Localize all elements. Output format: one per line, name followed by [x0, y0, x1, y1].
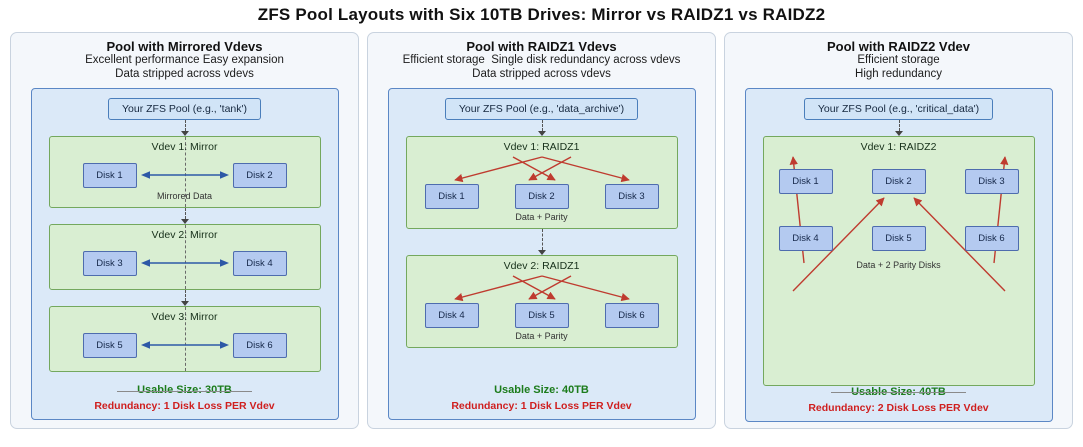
redundancy-label: Redundancy: 1 Disk Loss PER Vdev [94, 400, 275, 412]
vdev-to-vdev-dashed-arrow [536, 228, 548, 255]
zfs-pool-container: Your ZFS Pool (e.g., 'data_archive') Vde… [387, 87, 696, 420]
panel-subtitle-line2: High redundancy [855, 67, 942, 80]
disk-row: Disk 1 Disk 2 [82, 162, 287, 188]
raidz1-parity-arrows-icon [453, 155, 630, 182]
disk-box: Disk 6 [604, 302, 659, 328]
disk-grid: Disk 1 Disk 2 Disk 3 Disk 4 Disk 5 Disk … [778, 155, 1019, 292]
vdev-mirror-3: Vdev 3: Mirror Disk 5 Disk 6 [48, 305, 321, 372]
vdev-raidz2: Vdev 1: RAIDZ2 Disk 1 Disk 2 Disk 3 [762, 135, 1035, 386]
edge-label-data-parity: Data + Parity [515, 211, 568, 222]
mirror-double-arrow-icon [140, 171, 229, 179]
panel-subtitle-line1: Efficient storage [857, 54, 940, 66]
panel-raidz2-vdev: Pool with RAIDZ2 Vdev Efficient storage … [724, 32, 1073, 429]
redundancy-label: Redundancy: 2 Disk Loss PER Vdev [808, 401, 989, 414]
disk-box: Disk 6 [232, 332, 287, 358]
pool-to-vdev-dashed-arrow [536, 119, 548, 136]
disk-box: Disk 1 [82, 162, 137, 188]
vdev-mirror-2: Vdev 2: Mirror Disk 3 Disk 4 [48, 223, 321, 290]
disk-box: Disk 3 [82, 250, 137, 276]
pool-to-vdev-dashed-arrow [893, 119, 905, 136]
disk-box: Disk 5 [82, 332, 137, 358]
disk-box: Disk 4 [232, 250, 287, 276]
zfs-pool-container: Your ZFS Pool (e.g., 'critical_data') Vd… [744, 87, 1053, 422]
disk-row: Disk 5 Disk 6 [82, 332, 287, 358]
pool-name-box: Your ZFS Pool (e.g., 'critical_data') [803, 97, 994, 120]
panel-subtitle-line2: Data stripped across vdevs [115, 67, 254, 80]
disk-row: Disk 4 Disk 5 Disk 6 [424, 302, 659, 328]
disk-row: Disk 3 Disk 4 [82, 250, 287, 276]
panel-mirrored-vdevs: Pool with Mirrored Vdevs Excellent perfo… [10, 32, 359, 429]
mirror-double-arrow-icon [140, 259, 229, 267]
vdev-title: Vdev 1: RAIDZ1 [503, 140, 580, 153]
vdev-to-vdev-dashed-arrow [179, 207, 191, 224]
disk-box: Disk 4 [424, 302, 479, 328]
redundancy-label: Redundancy: 1 Disk Loss PER Vdev [451, 400, 632, 412]
disk-box: Disk 4 [778, 225, 833, 251]
edge-label-data-parity: Data + Parity [515, 330, 568, 341]
vdev-mirror-1: Vdev 1: Mirror Disk 1 Disk 2 Mirrored Da… [48, 135, 321, 208]
usable-size-label: Usable Size: 30TB [117, 384, 252, 396]
disk-box: Disk 2 [514, 183, 569, 209]
raidz1-parity-arrows-icon [453, 274, 630, 301]
vdev-raidz1-2: Vdev 2: RAIDZ1 Disk 4 Disk 5 Disk 6 Data… [405, 254, 678, 348]
disk-box: Disk 3 [964, 168, 1019, 194]
panel-subtitle-line2: Data stripped across vdevs [472, 67, 611, 80]
disk-row: Disk 1 Disk 2 Disk 3 [424, 183, 659, 209]
edge-label-data-parity: Data + 2 Parity Disks [856, 259, 941, 270]
edge-label-mirrored-data: Mirrored Data [156, 190, 212, 201]
panel-title: Pool with RAIDZ2 Vdev [826, 39, 970, 54]
mirror-double-arrow-icon [140, 341, 229, 349]
pool-name-box: Your ZFS Pool (e.g., 'tank') [107, 97, 261, 120]
panels-row: Pool with Mirrored Vdevs Excellent perfo… [0, 25, 1083, 429]
vdev-title: Vdev 1: Mirror [151, 140, 218, 153]
zfs-pool-container: Your ZFS Pool (e.g., 'tank') Vdev 1: Mir… [30, 87, 339, 420]
disk-box: Disk 6 [964, 225, 1019, 251]
disk-box: Disk 1 [424, 183, 479, 209]
vdev-to-vdev-dashed-arrow [179, 289, 191, 306]
panel-raidz1-vdevs: Pool with RAIDZ1 Vdevs Efficient storage… [367, 32, 716, 429]
panel-title: Pool with RAIDZ1 Vdevs [466, 39, 617, 54]
disk-box: Disk 3 [604, 183, 659, 209]
usable-size-label: Usable Size: 40TB [494, 384, 589, 396]
pool-to-vdev-dashed-arrow [179, 119, 191, 136]
disk-row-bottom: Disk 4 Disk 5 Disk 6 [778, 225, 1019, 251]
vdev-title: Vdev 2: Mirror [151, 228, 218, 241]
diagram-title: ZFS Pool Layouts with Six 10TB Drives: M… [257, 5, 826, 24]
vdev-raidz1-1: Vdev 1: RAIDZ1 Disk 1 Disk 2 Disk 3 Data… [405, 135, 678, 229]
pool-name-box: Your ZFS Pool (e.g., 'data_archive') [444, 97, 639, 120]
panel-title: Pool with Mirrored Vdevs [106, 39, 263, 54]
disk-row-top: Disk 1 Disk 2 Disk 3 [778, 168, 1019, 194]
disk-box: Disk 5 [871, 225, 926, 251]
disk-box: Disk 2 [232, 162, 287, 188]
vdev-title: Vdev 2: RAIDZ1 [503, 259, 580, 272]
disk-box: Disk 1 [778, 168, 833, 194]
vdev-title: Vdev 1: RAIDZ2 [860, 140, 937, 153]
panel-subtitle-line1: Excellent performance Easy expansion [85, 54, 284, 66]
panel-subtitle-line1: Efficient storage Single disk redundancy… [402, 54, 681, 66]
disk-box: Disk 5 [514, 302, 569, 328]
disk-box: Disk 2 [871, 168, 926, 194]
vdev-title: Vdev 3: Mirror [151, 310, 218, 323]
usable-size-label: Usable Size: 40TB [831, 385, 966, 398]
